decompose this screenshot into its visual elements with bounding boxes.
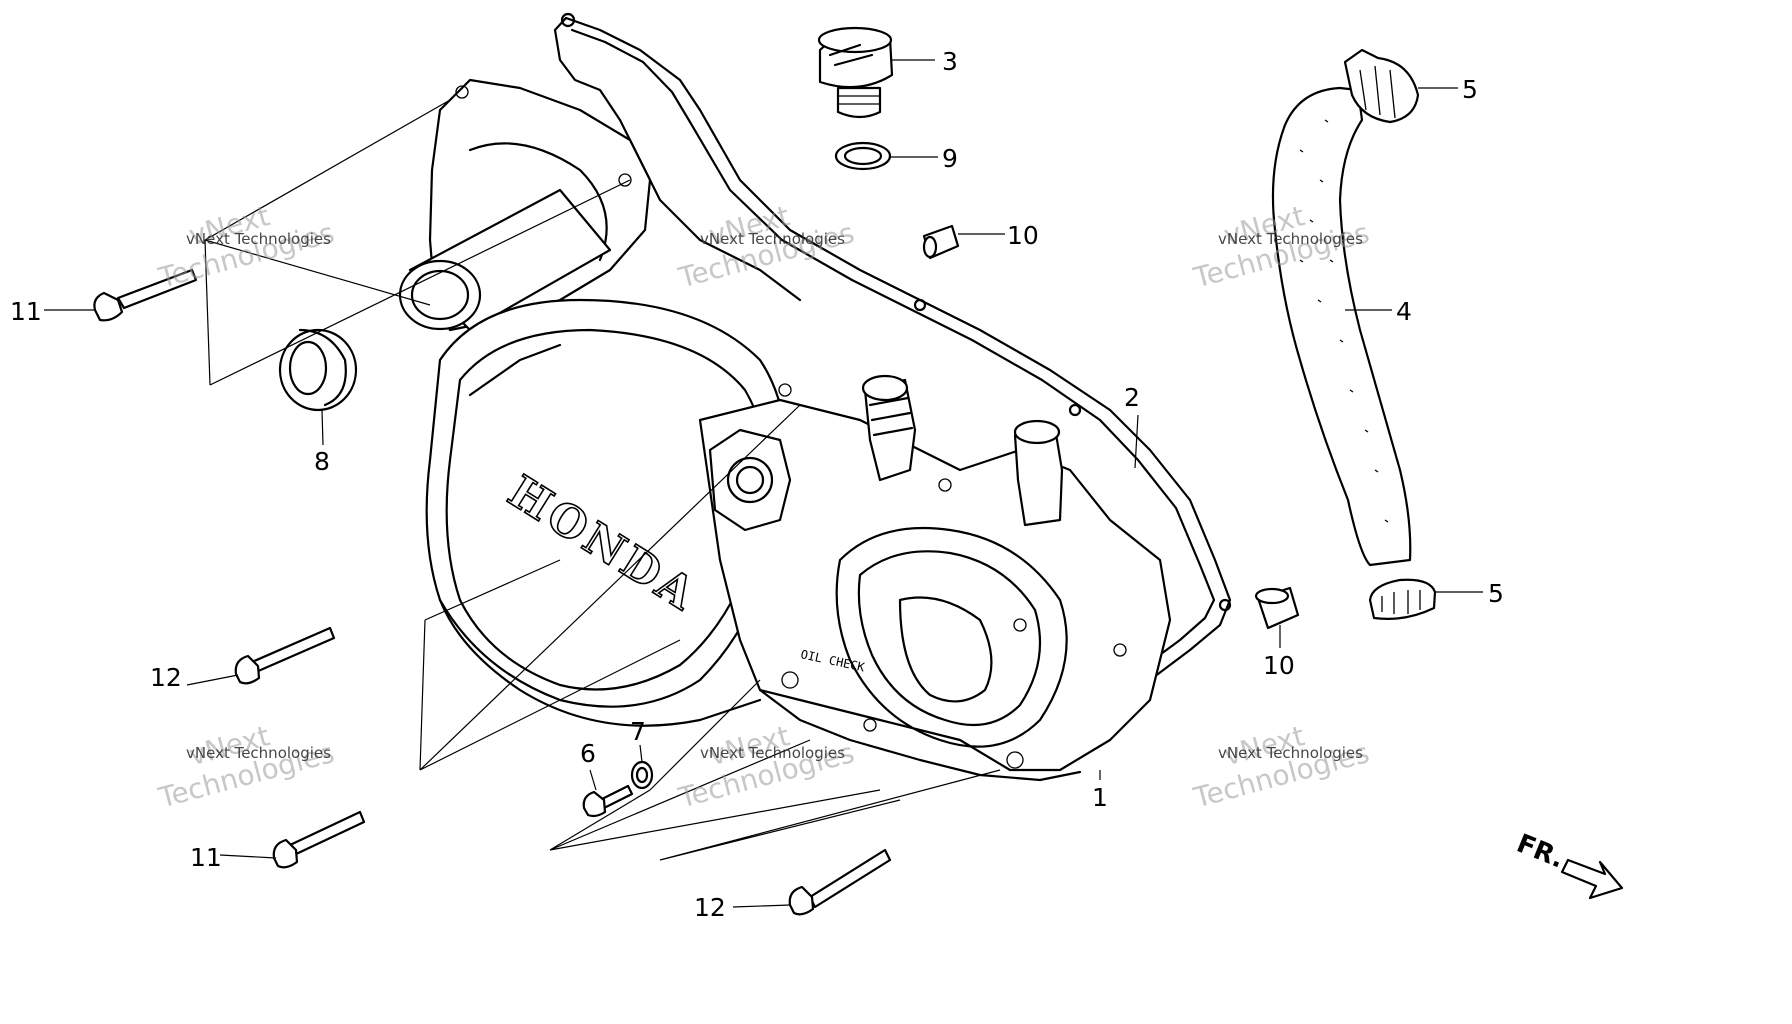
watermark-caption-top-right: vNext Technologies — [1218, 230, 1363, 248]
hose-clamp-lower — [1368, 578, 1437, 620]
bolt-11-lower — [272, 810, 366, 869]
right-crankcase-cover: HONDA OIL CHECK — [398, 78, 1172, 782]
o-ring — [834, 141, 892, 171]
callout-4: 4 — [1396, 297, 1412, 326]
watermark-caption-top-center: vNext Technologies — [700, 230, 845, 248]
callout-11-upper: 11 — [10, 297, 42, 326]
callout-8: 8 — [314, 447, 330, 476]
dowel-pin-lower — [1254, 586, 1300, 630]
callout-5-lower: 5 — [1488, 579, 1504, 608]
callout-7: 7 — [630, 717, 646, 746]
callout-6: 6 — [580, 739, 596, 768]
front-direction-arrow: FR. — [1512, 829, 1624, 900]
callout-10-upper: 10 — [1007, 221, 1039, 250]
watermark-caption-top-left: vNext Technologies — [186, 230, 331, 248]
callout-12-upper: 12 — [150, 663, 182, 692]
callout-12-lower: 12 — [694, 893, 726, 922]
callout-11-lower: 11 — [190, 843, 222, 872]
bolt-11-upper — [93, 268, 198, 322]
water-hose — [1271, 86, 1412, 567]
dowel-pin-upper — [922, 224, 960, 260]
leader-lines — [44, 59, 1483, 908]
watermark-caption-bottom-center: vNext Technologies — [700, 744, 845, 762]
bolt-12-upper — [234, 626, 336, 685]
bolt-12-lower — [788, 848, 892, 916]
washer-7 — [630, 760, 654, 790]
watermark-caption-bottom-left: vNext Technologies — [186, 744, 331, 762]
callout-9: 9 — [942, 144, 958, 173]
callout-1: 1 — [1092, 783, 1108, 812]
assembly-lines — [204, 99, 1001, 861]
bolt-6 — [582, 784, 634, 818]
callout-2: 2 — [1124, 383, 1140, 412]
callout-10-lower: 10 — [1263, 651, 1295, 680]
oil-seal — [278, 328, 358, 412]
callout-5-upper: 5 — [1462, 75, 1478, 104]
front-marker-label: FR. — [1512, 829, 1568, 875]
watermark-caption-bottom-right: vNext Technologies — [1218, 744, 1363, 762]
callout-3: 3 — [942, 47, 958, 76]
oil-filler-cap — [817, 26, 894, 119]
hose-clamp-upper — [1343, 48, 1420, 124]
